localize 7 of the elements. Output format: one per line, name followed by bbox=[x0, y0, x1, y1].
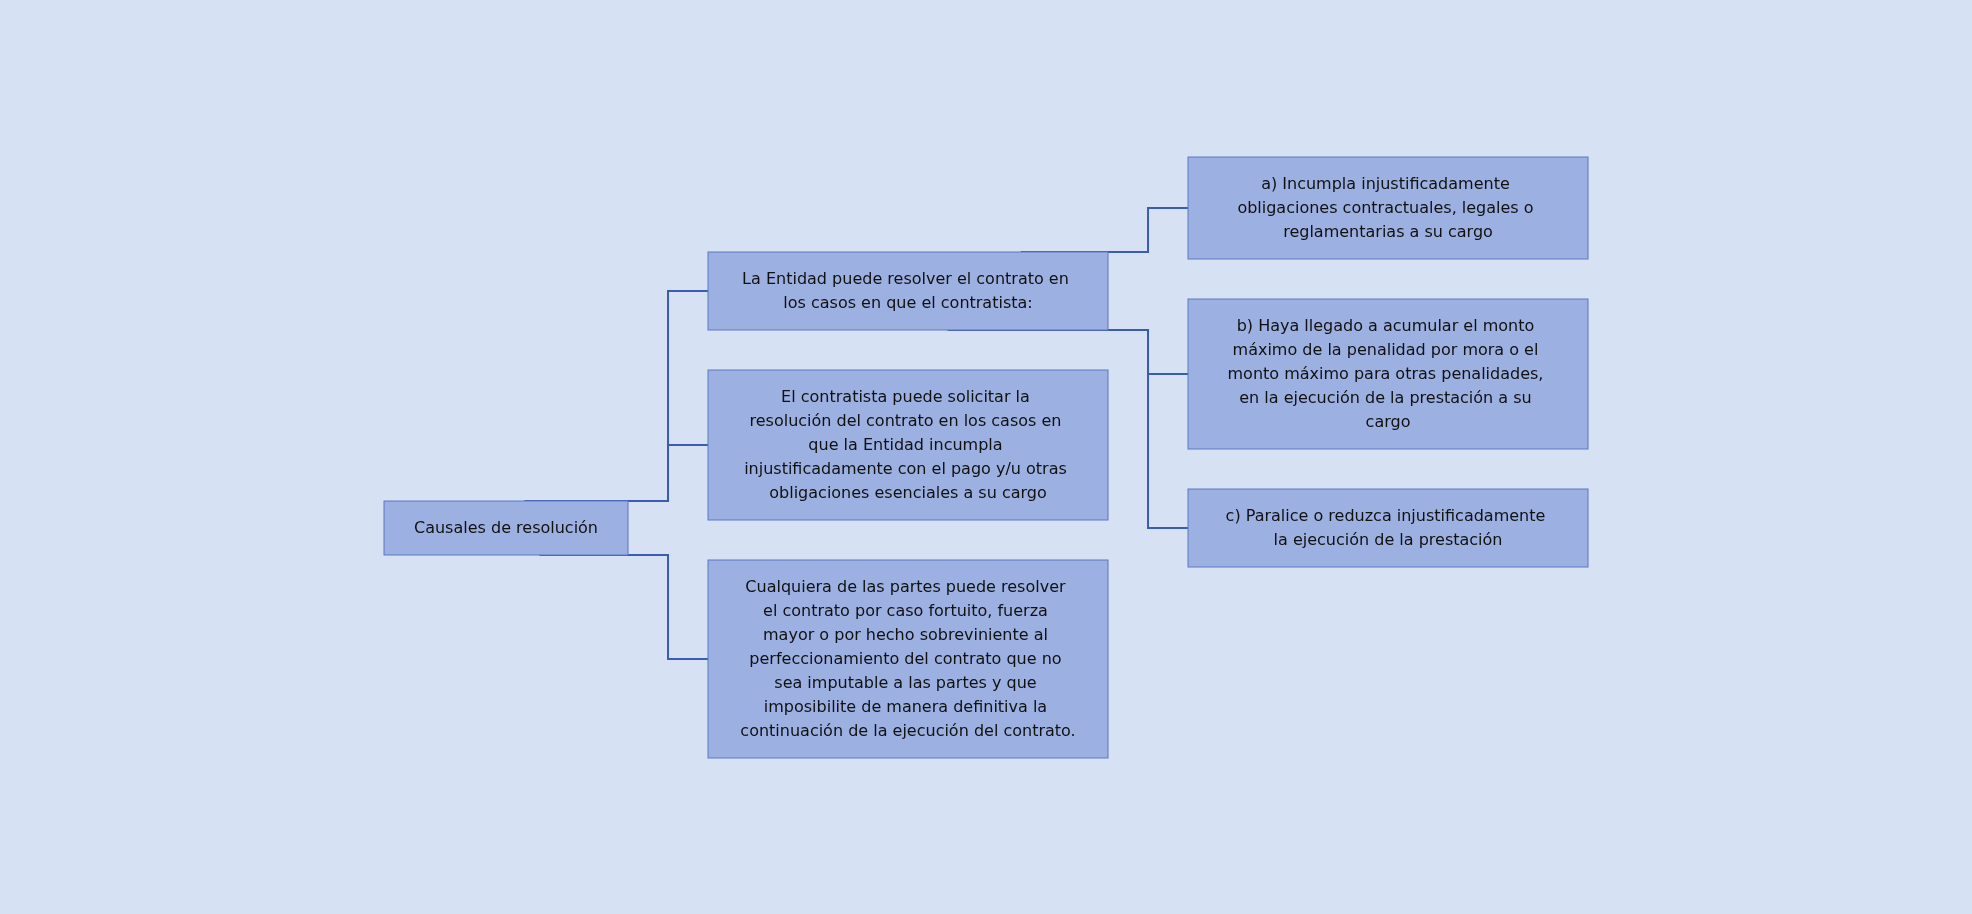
node-box: La Entidad puede resolver el contrato en los casos en que el contratista: bbox=[707, 251, 1109, 330]
node-box: b) Haya llegado a acumular el monto máximo de la penalidad por mora o el monto máximo para otras penalidades, en la ejecución de la prestación a su cargo bbox=[1187, 298, 1589, 449]
node-box: El contratista puede solicitar la resolución del contrato en los casos en que la Entidad incumpla injustificadamente con el pago y/u otras obligaciones esenciales a su cargo bbox=[707, 369, 1109, 520]
node-box: Cualquiera de las partes puede resolver el contrato por caso fortuito, fuerza mayor o por hecho sobreviniente al perfeccionamiento del contrato que no sea imputable a las partes y que imposibilite de manera definitiva la continuación de la ejecución del contrato. bbox=[707, 559, 1109, 758]
node-box: c) Paralice o reduzca injustificadamente la ejecución de la prestación bbox=[1187, 488, 1589, 567]
node-box: Causales de resolución bbox=[383, 500, 629, 555]
node-box: a) Incumpla injustificadamente obligaciones contractuales, legales o reglamentarias a su cargo bbox=[1187, 156, 1589, 259]
